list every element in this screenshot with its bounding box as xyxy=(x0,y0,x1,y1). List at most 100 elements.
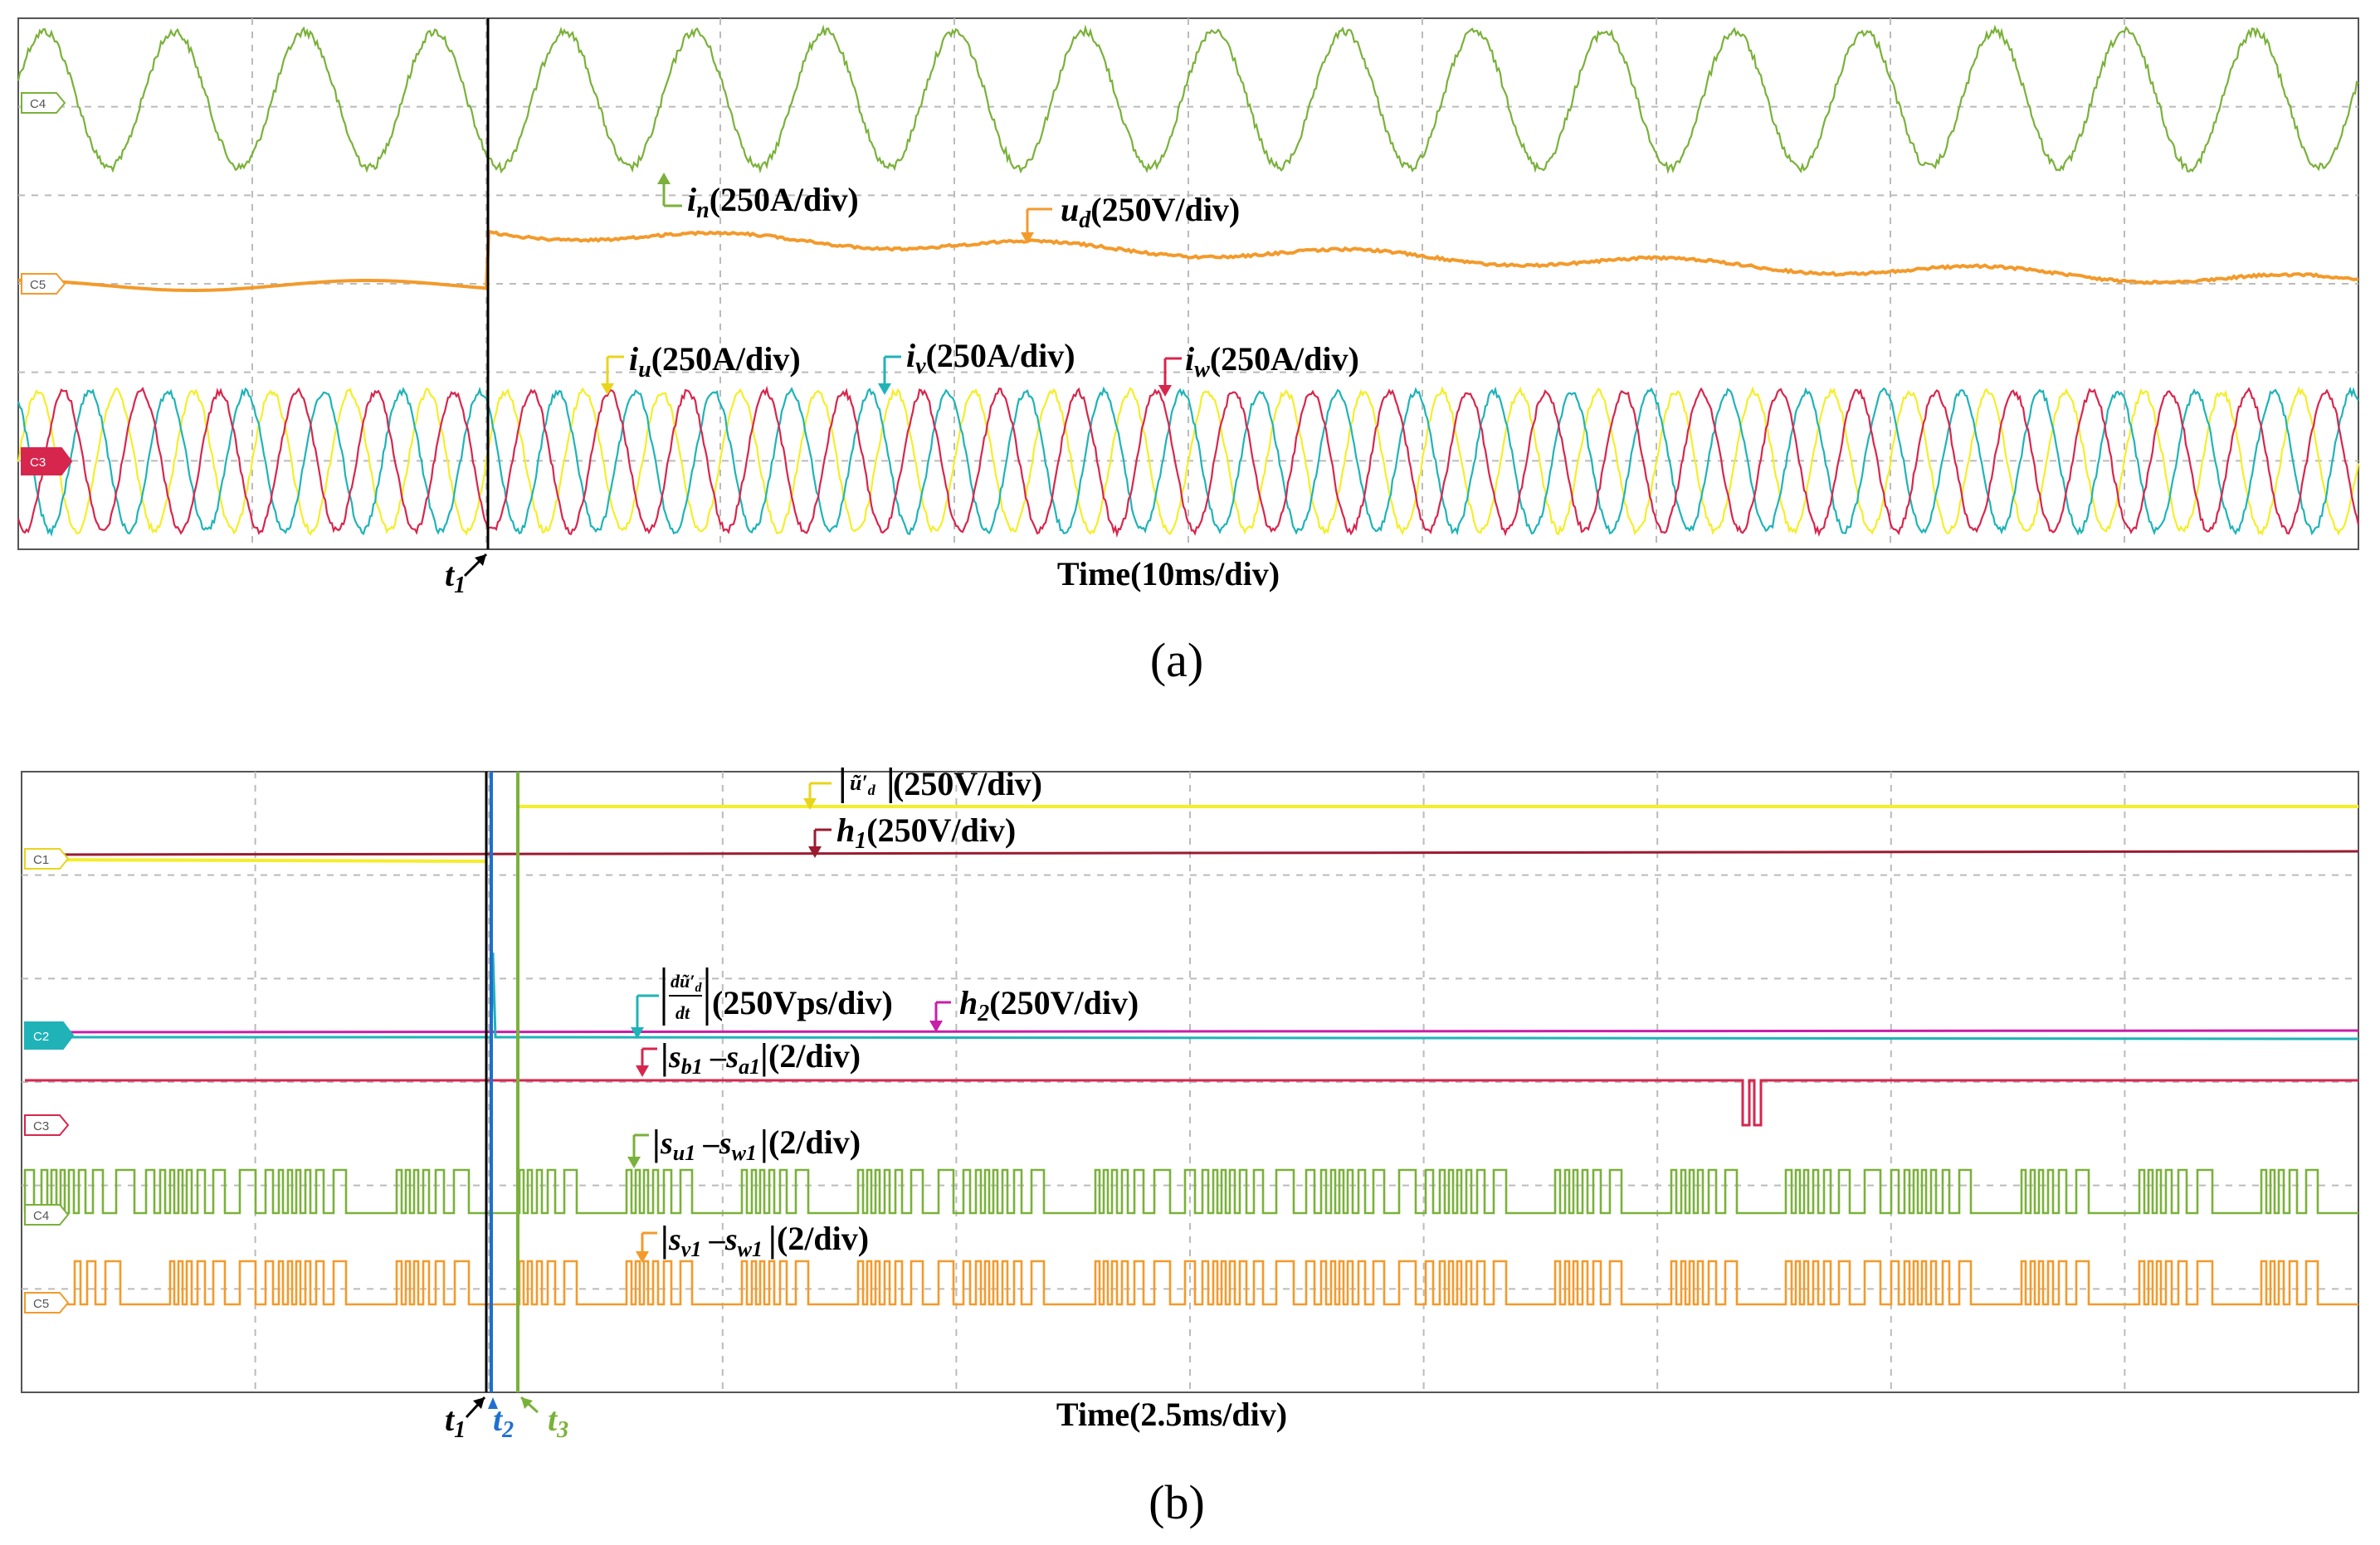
channel-tag-c5-b-text: C5 xyxy=(33,1297,49,1311)
svg-text:|: | xyxy=(886,760,895,804)
svg-text:t2: t2 xyxy=(493,1401,514,1443)
label-in-sub: n xyxy=(696,197,710,223)
svg-text:t1: t1 xyxy=(445,556,466,598)
trace-sb1sa1 xyxy=(25,1079,2358,1127)
t2-b-sub: 2 xyxy=(501,1417,514,1443)
label-ud-main: u xyxy=(1061,191,1079,228)
label-iv-rest: (250A/div) xyxy=(926,337,1075,374)
label-iv-main: i xyxy=(906,337,915,374)
label-h1-rest: (250V/div) xyxy=(866,811,1016,849)
label-in-rest: (250A/div) xyxy=(710,181,859,218)
label-iw: iw(250A/div) xyxy=(1158,340,1359,397)
svg-text:|: | xyxy=(768,1219,777,1260)
trace-iu xyxy=(17,385,2360,537)
svg-text:|: | xyxy=(652,1123,661,1163)
label-iw-sub: w xyxy=(1194,357,1210,383)
label-dudt-rest: (250Vps/div) xyxy=(712,984,893,1021)
label-h1-sub: 1 xyxy=(855,828,866,854)
channel-tag-c4-b-text: C4 xyxy=(33,1209,49,1223)
t1-a-sub: 1 xyxy=(454,573,466,598)
label-sv1sw1-rest: (2/div) xyxy=(777,1220,869,1257)
svg-text:dt: dt xyxy=(675,1002,690,1023)
t1-b-sub: 1 xyxy=(454,1417,466,1443)
label-dudt: dũ′d dt (250Vps/div) xyxy=(631,967,893,1039)
panel-a-traces xyxy=(17,24,2360,539)
channel-tag-c4-a: C4 xyxy=(21,92,66,114)
label-iv: iv(250A/div) xyxy=(878,337,1075,395)
channel-tag-c3-a: C3 xyxy=(21,447,73,475)
channel-tag-c4-b: C4 xyxy=(24,1204,70,1226)
label-ud: ud(250V/div) xyxy=(1021,191,1240,244)
trace-in xyxy=(17,24,2359,174)
svg-text:|: | xyxy=(838,760,847,804)
trace-iv xyxy=(17,386,2359,538)
label-h1: h1(250V/div) xyxy=(808,811,1016,858)
label-in: in(250A/div) xyxy=(657,173,859,223)
svg-text:ud(250V/div): ud(250V/div) xyxy=(1061,191,1240,233)
trace-udtilde-before xyxy=(24,858,487,863)
label-h1-main: h xyxy=(836,811,855,849)
panel-b: C1 C2 C3 C4 C5 | ũ′d | (250V/div) xyxy=(21,760,2359,1529)
channel-tag-c1-b: C1 xyxy=(24,848,70,870)
label-su1sw1-rest: (2/div) xyxy=(768,1123,861,1161)
panel-b-grid xyxy=(22,772,2358,1392)
t1-label-a: t1 xyxy=(445,553,488,598)
label-ud-rest: (250V/div) xyxy=(1090,191,1240,228)
channel-tag-c2-b: C2 xyxy=(24,1021,75,1050)
trace-iw xyxy=(17,385,2360,539)
trace-su1sw1 xyxy=(23,1168,2358,1215)
label-h2-main: h xyxy=(959,984,978,1021)
label-udtilde: | ũ′d | (250V/div) xyxy=(803,760,1042,810)
svg-text:t3: t3 xyxy=(548,1401,568,1443)
label-h2: h2(250V/div) xyxy=(929,984,1139,1032)
label-h2-rest: (250V/div) xyxy=(989,984,1139,1021)
channel-tag-c5-a: C5 xyxy=(21,273,66,295)
label-iu: iu(250A/div) xyxy=(601,340,801,395)
t1-b-t: t xyxy=(445,1401,456,1438)
label-iu-rest: (250A/div) xyxy=(651,340,801,378)
label-in-main: i xyxy=(687,181,696,218)
svg-text:|: | xyxy=(661,1036,669,1077)
label-iu-main: i xyxy=(629,340,638,378)
t2-b-t: t xyxy=(493,1401,504,1438)
channel-tag-c4-a-text: C4 xyxy=(30,97,46,111)
panel-b-caption: (b) xyxy=(1149,1475,1205,1529)
svg-text:iw(250A/div): iw(250A/div) xyxy=(1185,340,1359,383)
panel-b-xlabel: Time(2.5ms/div) xyxy=(1056,1396,1287,1433)
panel-a: C4 C5 C3 in(250A/div) ud(250V/div) xyxy=(17,17,2360,687)
channel-tag-c3-a-text: C3 xyxy=(30,456,46,470)
panel-a-xlabel: Time(10ms/div) xyxy=(1057,555,1280,592)
svg-text:in(250A/div): in(250A/div) xyxy=(687,181,859,223)
channel-tag-c5-b: C5 xyxy=(24,1292,70,1313)
trace-h1 xyxy=(24,850,2359,856)
label-h2-sub: 2 xyxy=(977,1001,989,1026)
svg-text:iu(250A/div): iu(250A/div) xyxy=(629,340,801,383)
svg-text:|: | xyxy=(760,1123,768,1163)
channel-tag-c2-b-text: C2 xyxy=(33,1030,49,1044)
channel-tag-c3-b: C3 xyxy=(24,1114,70,1136)
channel-tag-c3-b-text: C3 xyxy=(33,1119,49,1133)
trace-h2 xyxy=(24,1029,2359,1034)
panel-a-caption: (a) xyxy=(1150,633,1203,687)
label-udtilde-rest: (250V/div) xyxy=(893,765,1042,802)
svg-text:t1: t1 xyxy=(445,1401,466,1443)
label-iv-sub: v xyxy=(915,353,926,379)
svg-text:iv(250A/div): iv(250A/div) xyxy=(906,337,1075,379)
label-iw-rest: (250A/div) xyxy=(1210,340,1359,378)
t2-label-b: t2 xyxy=(488,1397,514,1443)
t3-label-b: t3 xyxy=(519,1396,568,1443)
svg-text:h2(250V/div): h2(250V/div) xyxy=(959,984,1139,1026)
channel-tag-c1-b-text: C1 xyxy=(33,853,49,867)
t3-b-t: t xyxy=(548,1401,558,1438)
t3-b-sub: 3 xyxy=(556,1417,568,1443)
label-ud-sub: d xyxy=(1079,207,1091,233)
trace-ud xyxy=(18,229,2359,292)
label-iw-main: i xyxy=(1185,340,1194,378)
trace-sv1sw1 xyxy=(25,1260,2358,1306)
t1-a-t: t xyxy=(445,556,456,593)
svg-text:|: | xyxy=(661,1219,669,1260)
label-iu-sub: u xyxy=(638,357,651,383)
label-sb1sa1-rest: (2/div) xyxy=(768,1037,861,1075)
svg-text:h1(250V/div): h1(250V/div) xyxy=(836,811,1016,854)
